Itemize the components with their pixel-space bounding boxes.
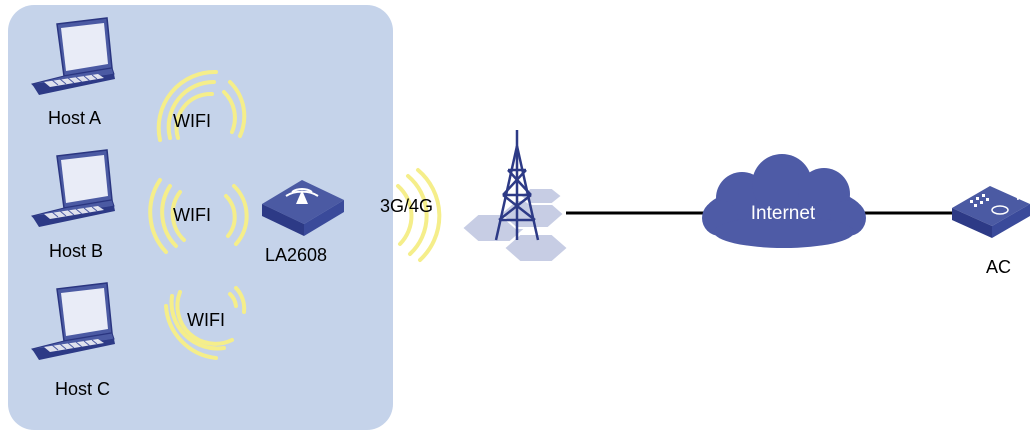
wifi-waves-host-b-icon [148, 178, 249, 254]
internet-cloud-icon [702, 154, 866, 248]
access-controller-icon [952, 186, 1030, 238]
cell-tower-icon [460, 130, 570, 263]
host-c-label: Host C [55, 379, 111, 399]
ac-label: AC [986, 257, 1012, 277]
wifi-label-host-b: WIFI [173, 205, 211, 225]
wifi-label-host-c: WIFI [187, 310, 225, 330]
cellular-link-label: 3G/4G [380, 196, 434, 216]
router-label: LA2608 [265, 245, 328, 265]
host-a-label: Host A [48, 108, 102, 128]
wifi-label-host-a: WIFI [173, 111, 211, 131]
wifi-waves-host-c-icon [164, 286, 247, 360]
cellular-waves-icon [396, 168, 442, 262]
wifi-waves-host-a-icon [156, 69, 247, 142]
internet-label: Internet [750, 203, 816, 224]
la2608-router-icon [262, 180, 344, 236]
host-b-label: Host B [49, 241, 104, 261]
